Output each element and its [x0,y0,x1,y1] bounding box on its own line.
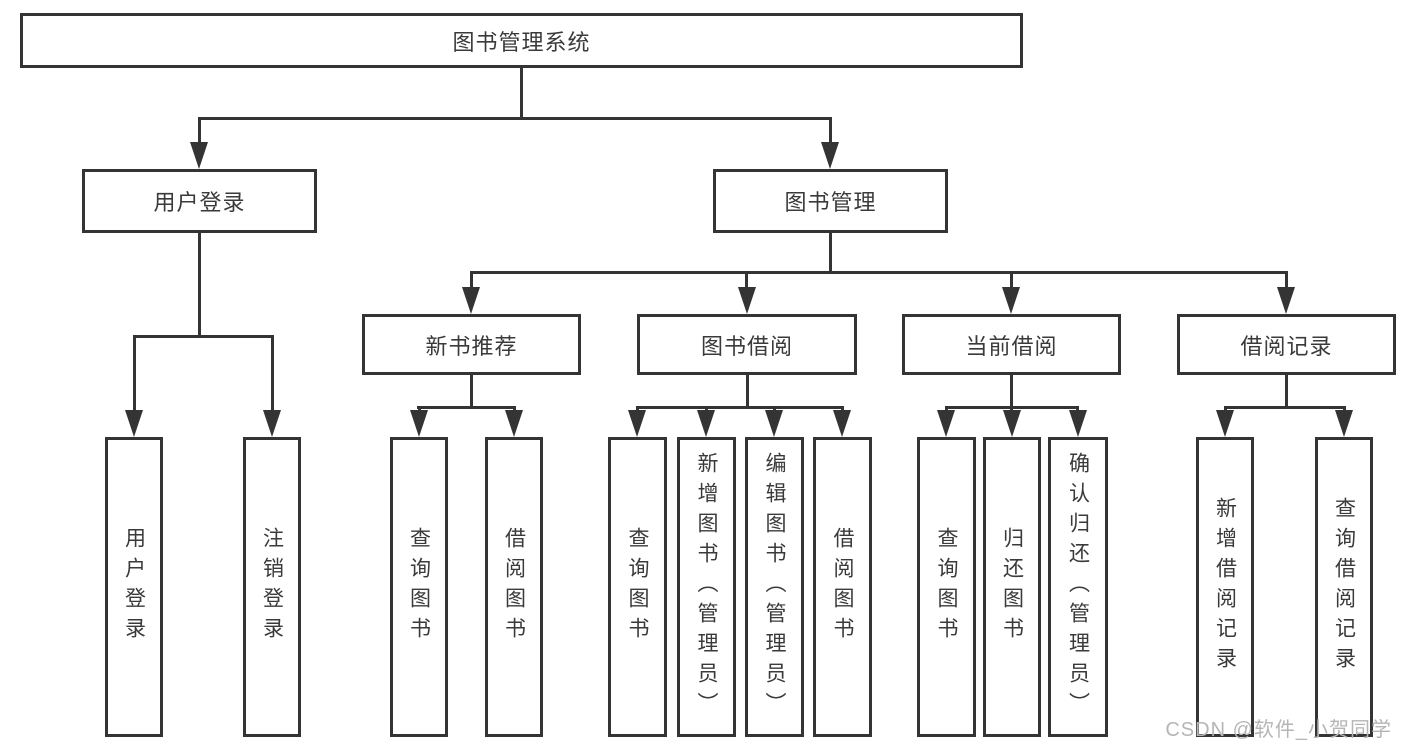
arrowhead-icon [833,410,851,437]
leaf-label: 查询图书 [407,527,431,647]
arrowhead-icon [125,410,143,437]
arrowhead-icon [937,410,955,437]
connector-br-horizontal [1224,406,1346,409]
node-label: 图书管理系统 [452,29,591,55]
connector-shaft [945,406,948,413]
connector-shaft [1285,271,1288,290]
connector-shaft [705,406,708,413]
arrowhead-icon [697,410,715,437]
arrowhead-icon [1335,410,1353,437]
arrowhead-icon [462,287,480,314]
arrowhead-icon [505,410,523,437]
arrowhead-icon [628,410,646,437]
connector-shaft [773,406,776,413]
connector-bb-horizontal [636,406,844,409]
leaf-label: 借阅图书 [831,527,854,647]
leaf-br-query-record: 查询借阅记录 [1315,437,1373,737]
connector-shaft [271,335,274,412]
connector-shaft [198,117,201,144]
node-current-borrowing: 当前借阅 [902,314,1121,375]
connector-rec-horizontal [417,406,516,409]
connector-user-login-drop [198,233,201,337]
node-new-book-recommendation: 新书推荐 [362,314,581,375]
connector-shaft [1076,406,1079,413]
node-label: 图书借阅 [700,333,793,359]
arrowhead-icon [765,410,783,437]
arrowhead-icon [190,142,208,169]
arrowhead-icon [738,287,756,314]
connector-shaft [829,117,832,144]
connector-shaft [1343,406,1346,413]
leaf-br-add-record: 新增借阅记录 [1196,437,1254,737]
connector-rec-drop [470,375,473,408]
leaf-logout: 注销登录 [243,437,301,737]
connector-book-mgmt-drop [829,233,832,274]
leaf-label: 借阅图书 [502,527,526,647]
connector-bb-drop [746,375,749,408]
node-book-management: 图书管理 [713,169,948,233]
connector-book-mgmt-horizontal [470,271,1287,274]
leaf-label: 编辑图书（管理员） [763,452,786,722]
connector-user-login-horizontal [133,335,274,338]
connector-shaft [745,271,748,290]
leaf-label: 用户登录 [122,527,146,647]
leaf-cb-confirm-return-admin: 确认归还（管理员） [1048,437,1108,737]
leaf-label: 归还图书 [1000,527,1024,647]
connector-shaft [1010,406,1013,413]
leaf-user-login: 用户登录 [105,437,163,737]
node-borrowing-records: 借阅记录 [1177,314,1396,375]
node-label: 借阅记录 [1240,333,1333,359]
arrowhead-icon [1069,410,1087,437]
connector-shaft [1010,271,1013,290]
connector-cb-drop [1010,375,1013,408]
node-label: 当前借阅 [965,333,1058,359]
connector-shaft [470,271,473,290]
leaf-bb-edit-books-admin: 编辑图书（管理员） [745,437,804,737]
leaf-label: 查询图书 [935,527,958,647]
arrowhead-icon [1277,287,1295,314]
connector-root-horizontal [198,117,832,120]
arrowhead-icon [410,410,428,437]
connector-shaft [418,406,421,413]
node-user-login: 用户登录 [82,169,317,233]
node-label: 用户登录 [153,190,246,215]
leaf-bb-add-books-admin: 新增图书（管理员） [677,437,736,737]
leaf-rec-borrow-books: 借阅图书 [485,437,543,737]
leaf-label: 确认归还（管理员） [1066,452,1090,722]
leaf-label: 注销登录 [260,527,284,647]
connector-br-drop [1285,375,1288,408]
node-label: 新书推荐 [425,333,518,359]
arrowhead-icon [1003,410,1021,437]
connector-shaft [1224,406,1227,413]
connector-shaft [513,406,516,413]
leaf-label: 新增图书（管理员） [695,452,718,722]
leaf-label: 新增借阅记录 [1213,497,1237,677]
node-book-borrowing: 图书借阅 [637,314,857,375]
node-label: 图书管理 [784,190,877,215]
leaf-bb-borrow-books: 借阅图书 [813,437,872,737]
leaf-cb-return-books: 归还图书 [983,437,1041,737]
connector-shaft [133,335,136,412]
leaf-label: 查询借阅记录 [1332,497,1356,677]
leaf-label: 查询图书 [626,527,649,647]
leaf-cb-query-books: 查询图书 [917,437,976,737]
connector-shaft [636,406,639,413]
arrowhead-icon [263,410,281,437]
connector-shaft [841,406,844,413]
leaf-bb-query-books: 查询图书 [608,437,667,737]
arrowhead-icon [821,142,839,169]
leaf-rec-query-books: 查询图书 [390,437,448,737]
connector-root-drop [520,68,523,120]
arrowhead-icon [1002,287,1020,314]
arrowhead-icon [1216,410,1234,437]
csdn-watermark: CSDN @软件_小贺同学 [1165,719,1392,741]
node-library-management-system: 图书管理系统 [20,13,1023,68]
